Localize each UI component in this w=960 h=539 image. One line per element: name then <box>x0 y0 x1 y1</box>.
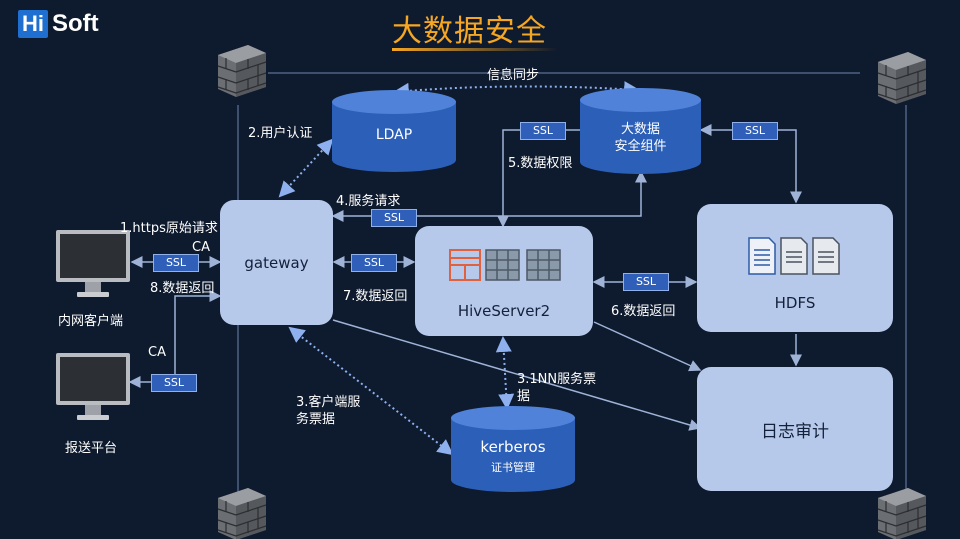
monitor-icon <box>56 353 130 420</box>
title-underline <box>392 48 558 51</box>
hdfs-node: HDFS <box>697 204 893 332</box>
https-request-label: 1.https原始请求 <box>120 221 218 236</box>
user-auth-label: 2.用户认证 <box>248 126 313 141</box>
service-request-label: 4.服务请求 <box>336 194 401 209</box>
ssl-badge: SSL <box>732 122 778 140</box>
security-label-line1: 大数据 <box>620 122 660 137</box>
documents-icon <box>748 237 840 275</box>
hiveserver-node: HiveServer2 <box>415 226 593 336</box>
nn-ticket-label-line1: 3.1NN服务票 <box>517 372 597 387</box>
audit-node: 日志审计 <box>697 367 893 491</box>
data-return-7-label: 7.数据返回 <box>343 289 408 304</box>
audit-label: 日志审计 <box>761 421 829 442</box>
ca-label: CA <box>148 345 166 360</box>
monitor-icon <box>56 230 130 297</box>
nn-ticket-label-line2: 据 <box>517 389 531 404</box>
page-title: 大数据安全 <box>392 14 547 49</box>
security-label-line2: 安全组件 <box>614 139 667 154</box>
table-grid-icon <box>449 249 561 281</box>
ldap-node: LDAP <box>332 90 456 172</box>
gateway-label: gateway <box>244 253 309 272</box>
ssl-badge: SSL <box>520 122 566 140</box>
ca-label: CA <box>192 240 210 255</box>
client-ticket-label-line1: 3.客户端服 <box>296 395 361 410</box>
security-component-node: 大数据 安全组件 <box>580 88 701 174</box>
brand-logo: Hi Soft <box>18 10 99 38</box>
data-return-8-label: 8.数据返回 <box>150 281 215 296</box>
hdfs-label: HDFS <box>774 294 816 312</box>
kerberos-label: kerberos <box>480 438 546 456</box>
kerberos-node: kerberos 证书管理 <box>451 406 575 492</box>
hiveserver-label: HiveServer2 <box>457 302 551 320</box>
database-cylinder-icon <box>332 90 456 172</box>
brand-soft: Soft <box>52 10 99 37</box>
report-platform-label: 报送平台 <box>65 441 118 456</box>
client-ticket-label-line2: 务票据 <box>296 412 336 427</box>
ssl-badge: SSL <box>153 254 199 272</box>
database-cylinder-icon <box>580 88 701 174</box>
data-return-6-label: 6.数据返回 <box>611 304 676 319</box>
ssl-badge: SSL <box>623 273 669 291</box>
ldap-label: LDAP <box>375 127 413 143</box>
brand-hi: Hi <box>18 10 48 38</box>
kerberos-sublabel: 证书管理 <box>491 461 535 474</box>
ssl-badge: SSL <box>371 209 417 227</box>
ssl-badge: SSL <box>351 254 397 272</box>
database-cylinder-icon <box>451 406 575 492</box>
intranet-client-label: 内网客户端 <box>58 314 124 329</box>
ssl-badge: SSL <box>151 374 197 392</box>
data-permission-label: 5.数据权限 <box>508 156 573 171</box>
info-sync-label: 信息同步 <box>487 68 540 83</box>
gateway-node: gateway <box>220 200 333 325</box>
